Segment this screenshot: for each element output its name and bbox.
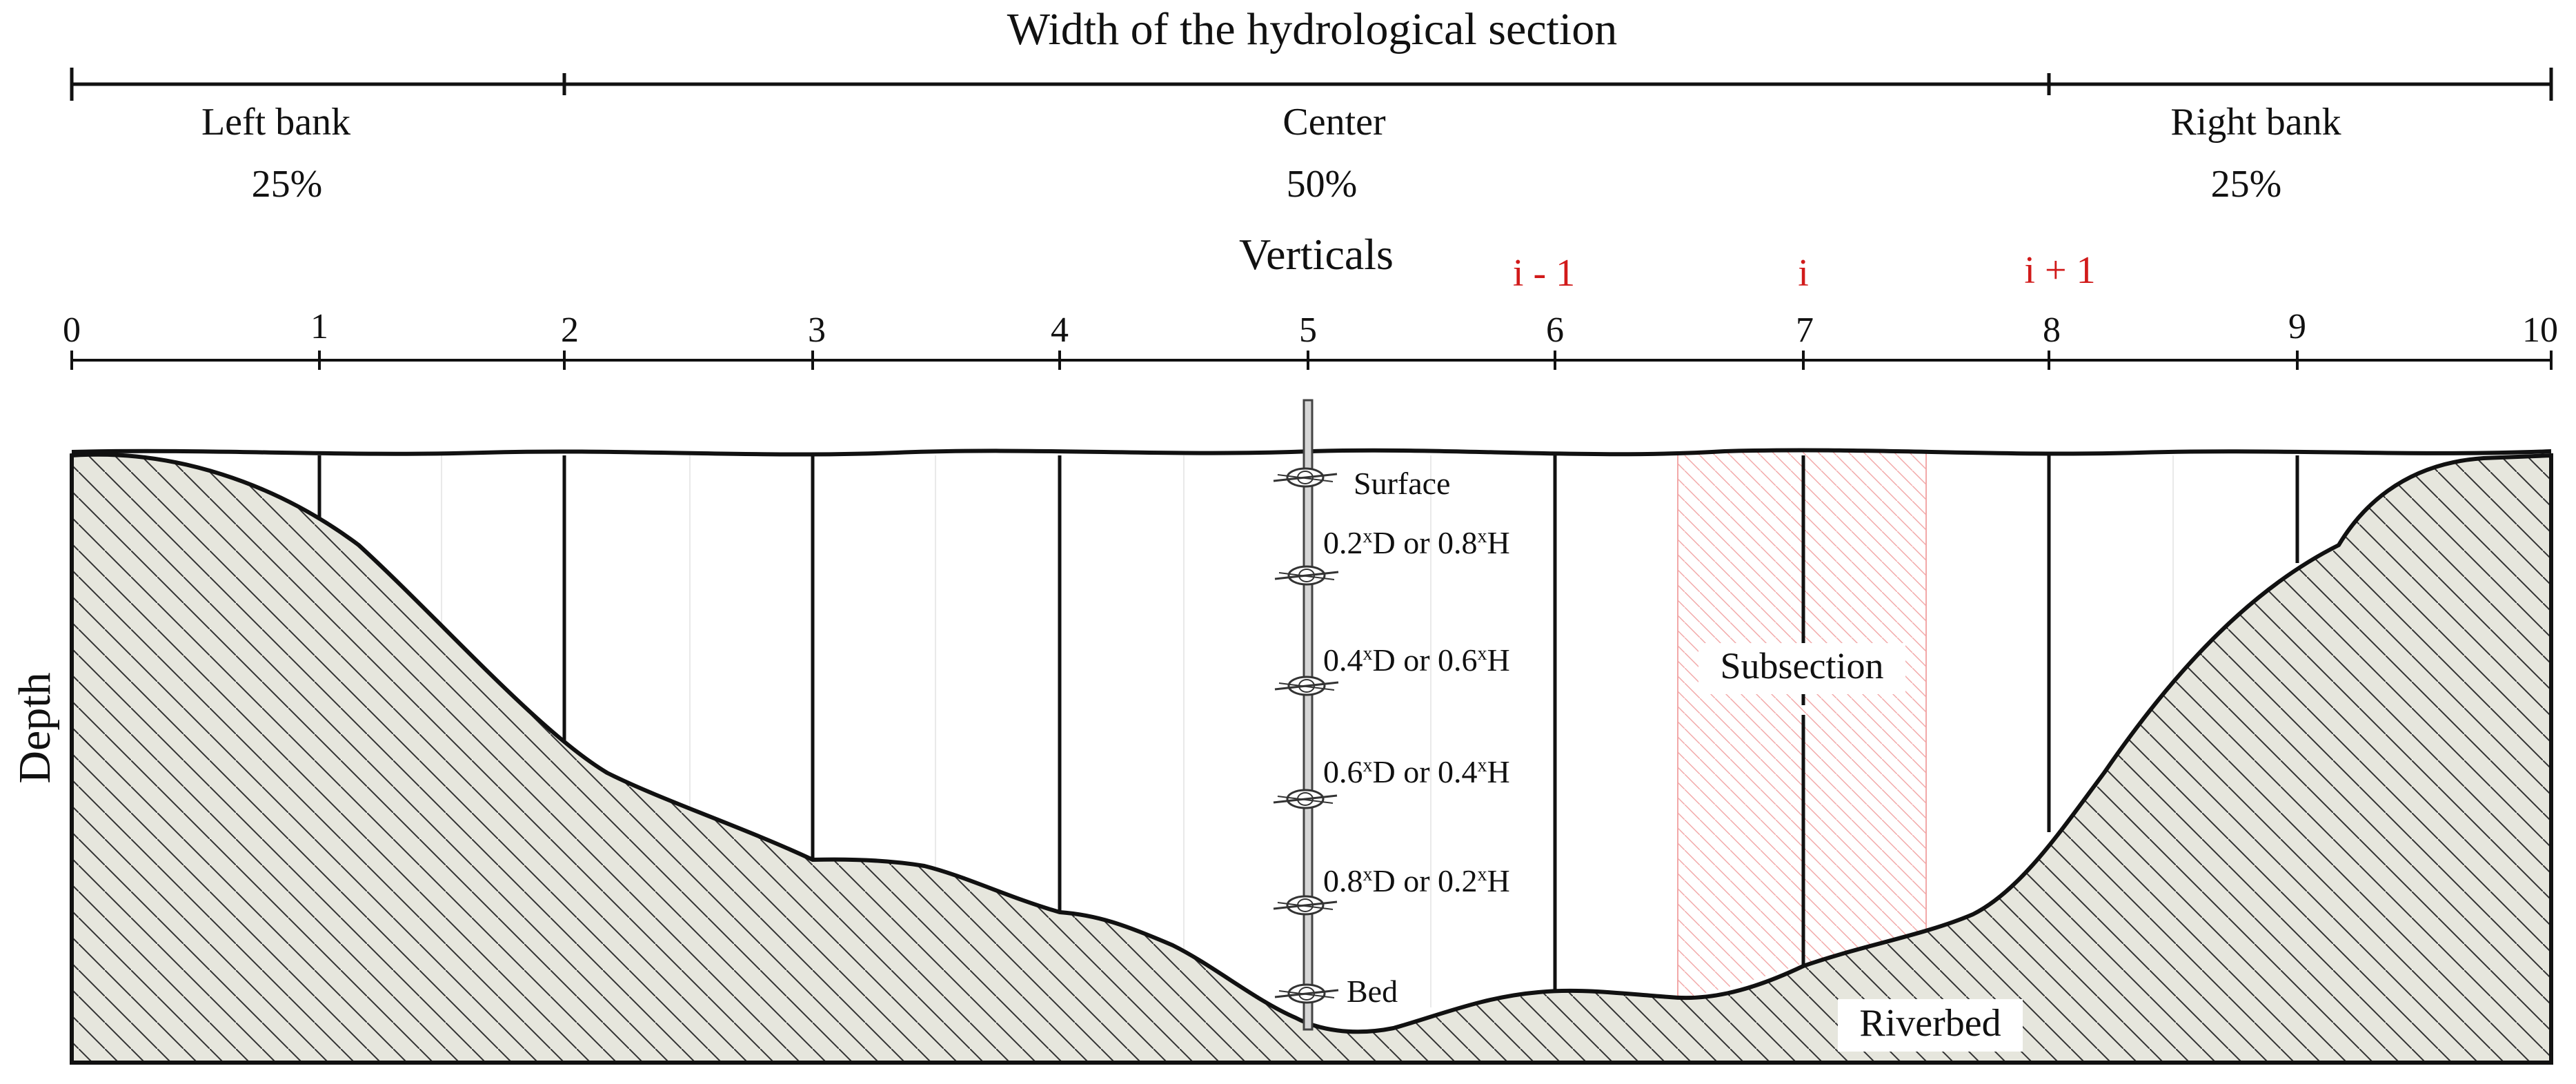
tick-label-4: 4 — [1051, 311, 1069, 350]
subsection-label: Subsection — [1721, 645, 1884, 687]
verticals-axis — [70, 351, 2553, 370]
riverbed-shape — [70, 452, 2553, 1065]
zone-left-pct: 25% — [252, 163, 323, 206]
current-meter-surface — [1272, 467, 1338, 488]
point-label-bed: Bed — [1347, 974, 1398, 1009]
tick-label-7: 7 — [1796, 311, 1814, 350]
tick-label-5: 5 — [1299, 311, 1317, 350]
point-label-0-4: 0.4xD or 0.6xH — [1323, 642, 1510, 678]
tick-label-2: 2 — [561, 311, 579, 350]
zone-center-pct: 50% — [1287, 163, 1358, 206]
riverbed-label-bg — [1838, 999, 2023, 1052]
point-label-0-6: 0.6xD or 0.4xH — [1323, 754, 1510, 789]
current-meter-bed — [1274, 983, 1340, 1004]
zone-left-name: Left bank — [201, 101, 350, 144]
tick-label-10: 10 — [2522, 311, 2558, 350]
measuring-rod — [1302, 399, 1314, 1031]
current-meter-4 — [1274, 676, 1340, 696]
point-label-0-8: 0.8xD or 0.2xH — [1323, 863, 1510, 898]
width-dimension-line — [70, 68, 2553, 101]
current-meter-2 — [1274, 565, 1340, 586]
zone-right-pct: 25% — [2211, 163, 2282, 206]
tick-label-0: 0 — [63, 311, 81, 350]
index-label-prev: i - 1 — [1513, 252, 1575, 295]
verticals-label: Verticals — [1239, 230, 1394, 279]
current-meter-6 — [1272, 789, 1338, 809]
tick-label-6: 6 — [1546, 311, 1564, 350]
section-title: Width of the hydrological section — [1007, 4, 1617, 55]
guide-lines — [441, 455, 2174, 1007]
point-label-0-2: 0.2xD or 0.8xH — [1323, 525, 1510, 560]
tick-label-9: 9 — [2288, 307, 2306, 346]
subsection-label-bg — [1698, 643, 1905, 694]
zone-right-name: Right bank — [2170, 101, 2341, 144]
index-label-next: i + 1 — [2024, 249, 2095, 292]
index-label-current: i — [1798, 252, 1809, 295]
current-meter-8 — [1272, 895, 1338, 916]
zone-center-name: Center — [1282, 101, 1386, 144]
tick-label-3: 3 — [808, 311, 826, 350]
point-label-surface: Surface — [1354, 466, 1450, 501]
tick-label-8: 8 — [2043, 311, 2061, 350]
tick-label-1: 1 — [310, 307, 328, 346]
depth-label: Depth — [10, 672, 60, 783]
riverbed-label: Riverbed — [1859, 1002, 2001, 1045]
